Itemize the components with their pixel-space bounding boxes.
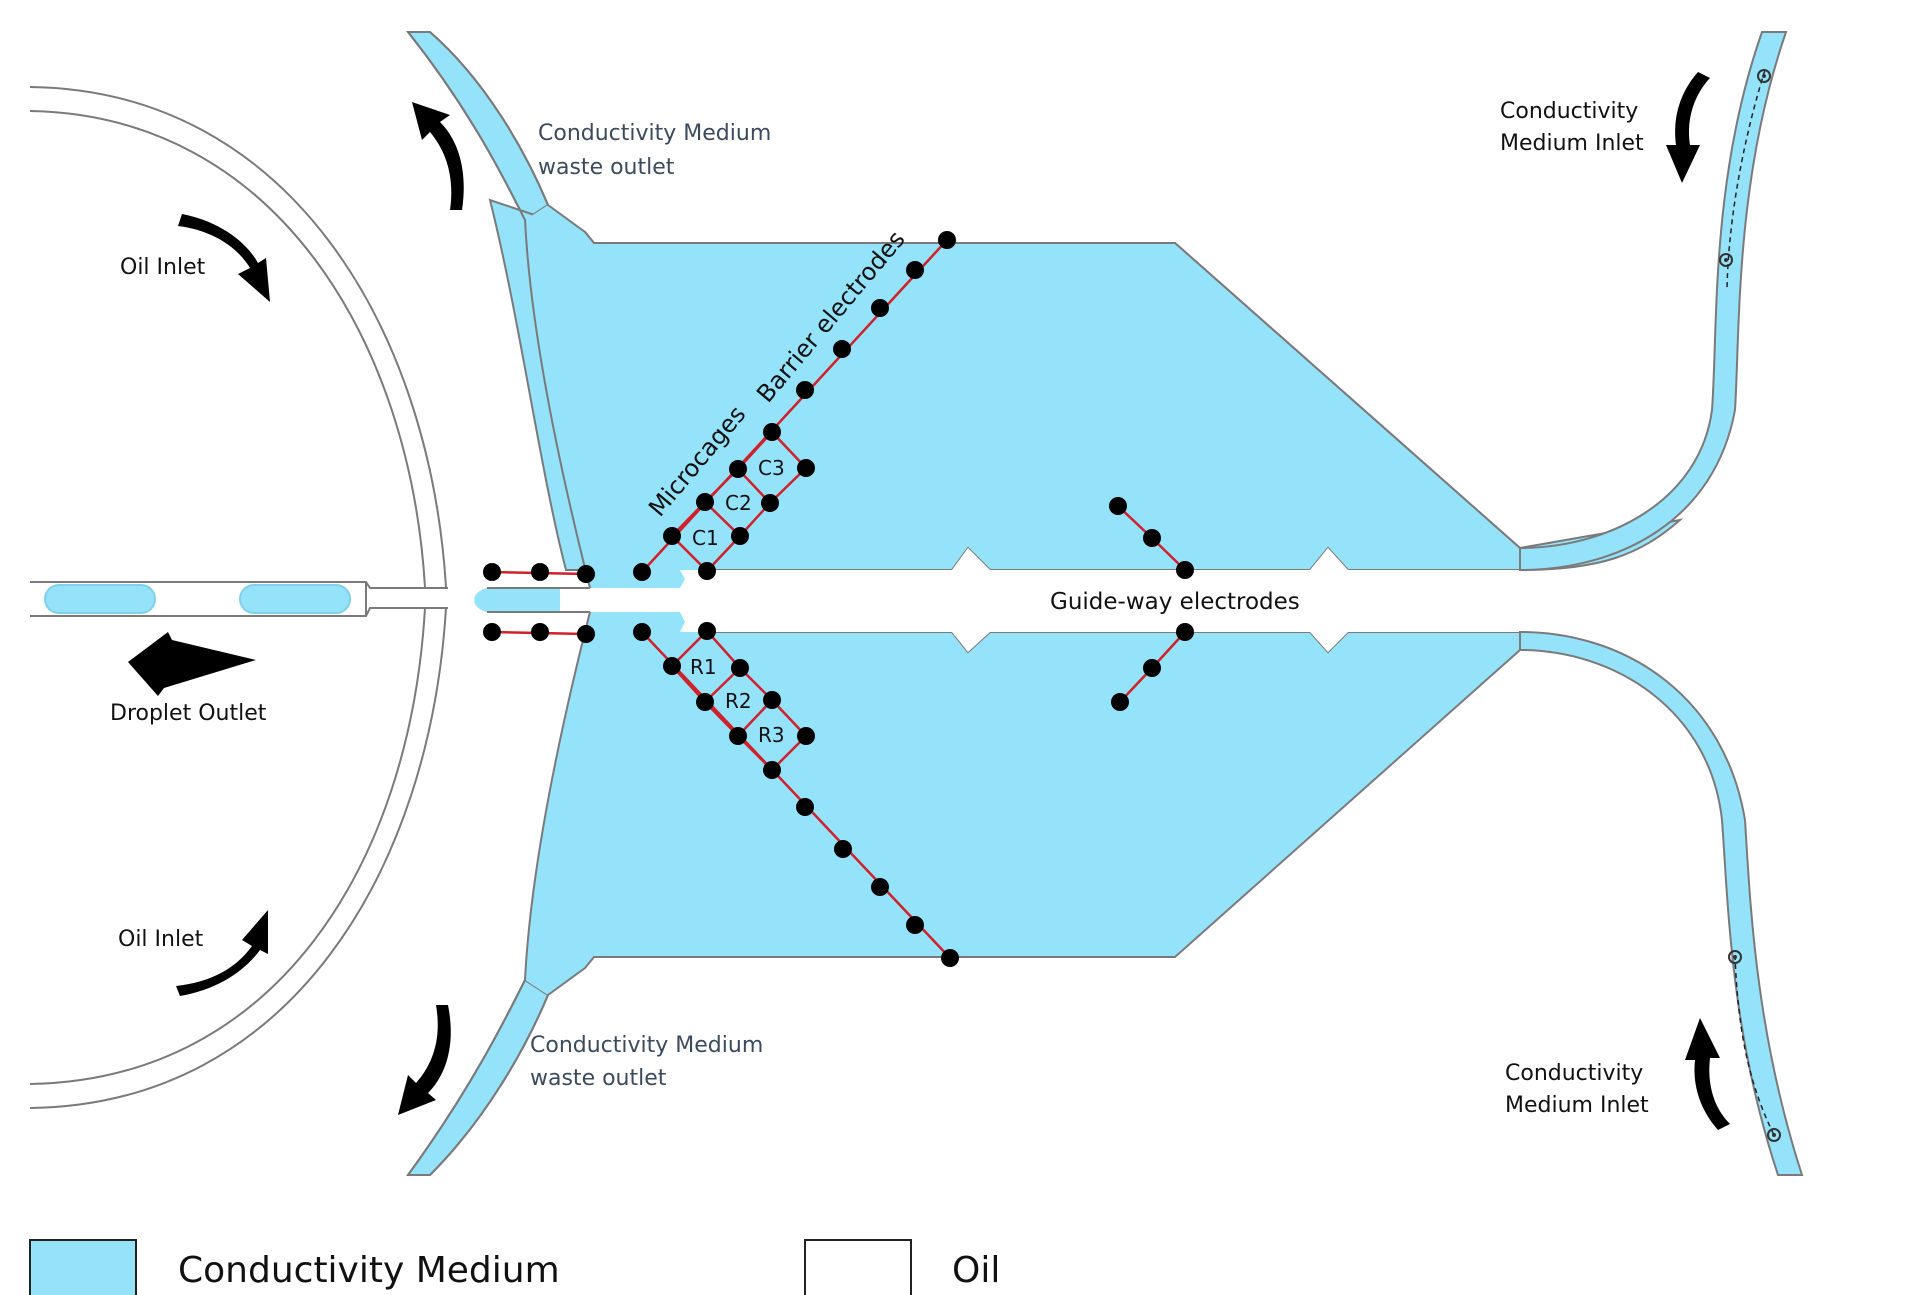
electrode [531, 623, 549, 641]
arrow-down-right-icon [178, 214, 270, 302]
legend-swatch-medium [29, 1239, 137, 1295]
electrode [1176, 561, 1194, 579]
electrode [1143, 659, 1161, 677]
legend: Conductivity Medium Oil [29, 1239, 1000, 1295]
legend-swatch-oil [804, 1239, 912, 1295]
waste-outlet-top-label: Conductivity Medium waste outlet [538, 121, 778, 180]
electrode [797, 459, 815, 477]
cage-label: C2 [725, 491, 752, 515]
electrode [906, 261, 924, 279]
legend-label-oil: Oil [952, 1250, 1000, 1291]
oil-inlet-bottom-label: Oil Inlet [118, 927, 204, 952]
electrode [834, 840, 852, 858]
electrode [763, 761, 781, 779]
electrode [1111, 693, 1129, 711]
arrow-down-icon [398, 1005, 451, 1115]
electrode [731, 527, 749, 545]
electrode [663, 657, 681, 675]
inlet-bottom-label: Conductivity Medium Inlet [1505, 1061, 1650, 1118]
electrode [483, 563, 501, 581]
electrode-port [1767, 1128, 1781, 1142]
guide-way-label: Guide-way electrodes [1050, 589, 1300, 615]
reference-label: R1 [690, 655, 717, 679]
electrode [633, 563, 651, 581]
oil-channels [29, 86, 448, 1109]
electrode [729, 460, 747, 478]
electrode [871, 299, 889, 317]
electrode [698, 622, 716, 640]
electrode [663, 527, 681, 545]
legend-label-medium: Conductivity Medium [178, 1250, 560, 1291]
arrow-up-right-icon [176, 910, 268, 996]
electrode [729, 727, 747, 745]
droplet [239, 584, 351, 614]
electrode-port [1757, 69, 1771, 83]
cage-label: C3 [758, 456, 785, 480]
electrode [797, 727, 815, 745]
electrode [763, 423, 781, 441]
entrance-pinch [474, 588, 560, 612]
arrow-left-icon [128, 632, 256, 696]
electrode [1176, 623, 1194, 641]
oil-inlet-top-label: Oil Inlet [120, 255, 206, 280]
inlet-channel-top [1519, 31, 1788, 572]
reference-label: R2 [725, 689, 752, 713]
electrode [796, 381, 814, 399]
electrode-port [1719, 253, 1733, 267]
cage-label: C1 [692, 526, 719, 550]
electrode [1109, 497, 1127, 515]
electrode [696, 693, 714, 711]
chamber-walls [407, 31, 591, 1176]
electrode [483, 623, 501, 641]
inlet-channel-bottom [1519, 630, 1804, 1176]
electrode-port [1728, 950, 1742, 964]
electrode [871, 878, 889, 896]
chamber-upper-fill [525, 205, 1520, 588]
reference-label: R3 [758, 723, 785, 747]
electrode [633, 623, 651, 641]
electrode [696, 493, 714, 511]
electrode [698, 562, 716, 580]
electrode [577, 565, 595, 583]
electrode [941, 949, 959, 967]
inlet-top-label: Conductivity Medium Inlet [1500, 99, 1645, 156]
droplet [44, 584, 156, 614]
electrode [906, 916, 924, 934]
electrode [1143, 529, 1161, 547]
electrode [763, 691, 781, 709]
droplet-outlet-label: Droplet Outlet [110, 701, 267, 726]
waste-outlet-bottom-label: Conductivity Medium waste outlet [530, 1033, 770, 1091]
electrode [796, 798, 814, 816]
arrow-down-icon [1666, 72, 1710, 183]
droplets [44, 584, 351, 614]
arrow-up-icon [1685, 1018, 1730, 1130]
flow-arrows [128, 72, 1730, 1130]
electrode [833, 340, 851, 358]
electrode [761, 494, 779, 512]
electrode [731, 659, 749, 677]
electrode [531, 563, 549, 581]
electrode [577, 625, 595, 643]
arrow-up-icon [412, 102, 464, 210]
electrode [938, 231, 956, 249]
electrodes [483, 231, 1194, 967]
conductivity-medium-region [405, 31, 1684, 1176]
